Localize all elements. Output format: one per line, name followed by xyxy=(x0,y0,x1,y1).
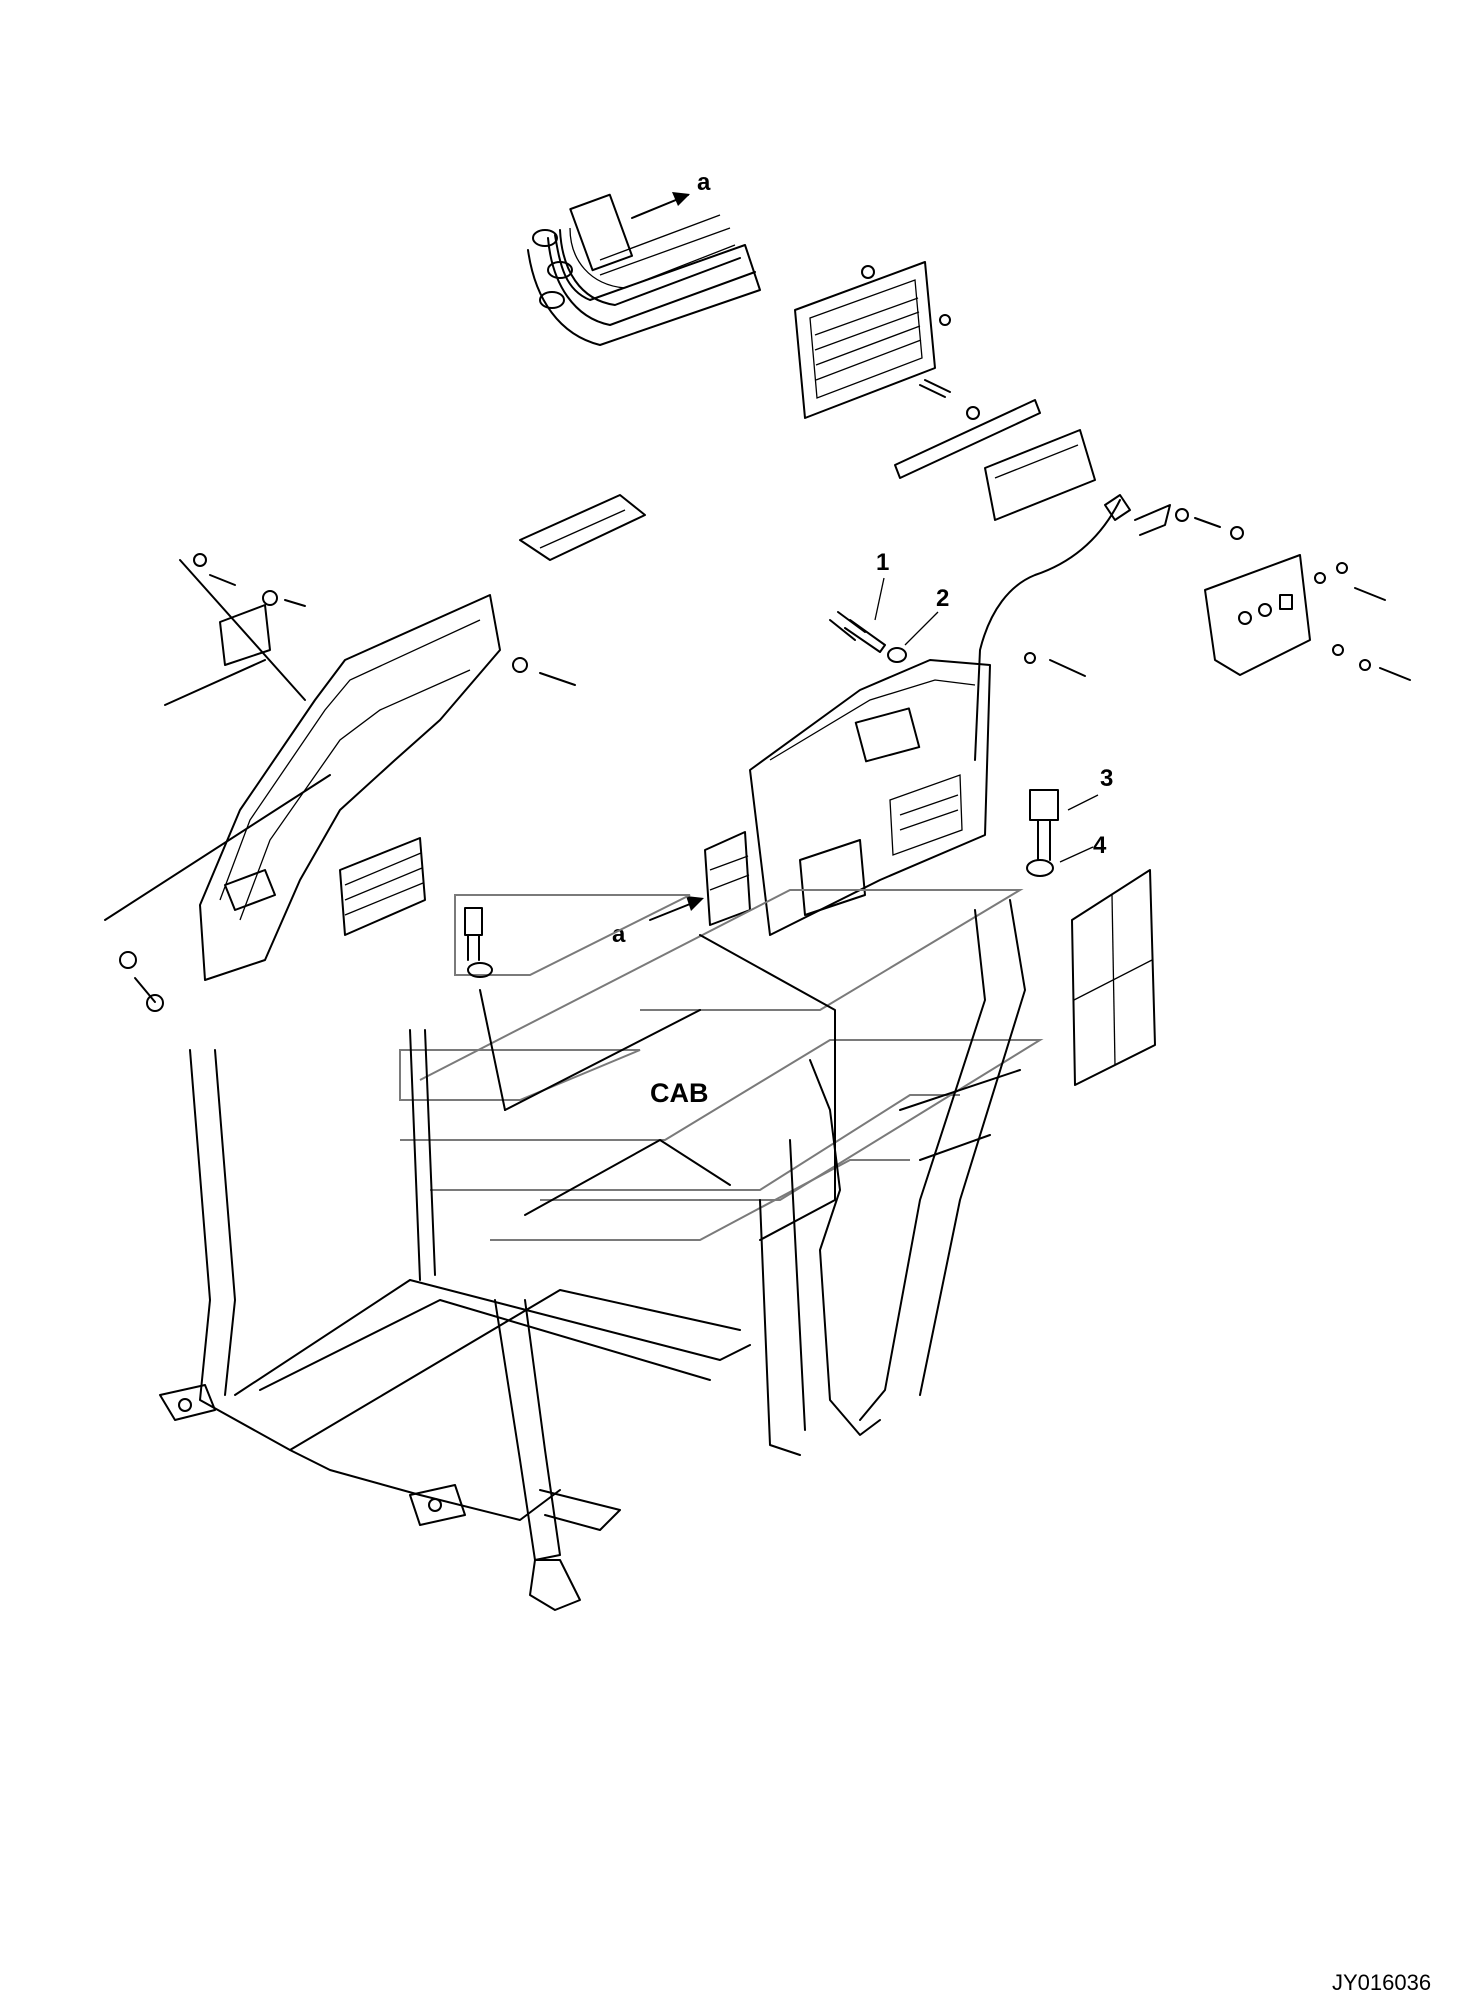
left-center-bolt xyxy=(464,907,493,978)
detail-view-a-pipe-bundle: a xyxy=(527,169,761,346)
callout-a-mid: a xyxy=(612,921,626,948)
callout-3-bolt: 3 xyxy=(1029,765,1113,861)
heater-ac-unit: a xyxy=(612,659,991,948)
air-vent-louver-assembly xyxy=(794,261,1096,521)
callout-1-bolt: 1 xyxy=(829,549,889,653)
callout-number-3: 3 xyxy=(1100,765,1113,792)
cab-frame xyxy=(159,889,1044,1611)
callout-number-1: 1 xyxy=(876,549,889,576)
left-air-duct xyxy=(104,494,646,1012)
callout-number-2: 2 xyxy=(936,585,949,612)
callout-4-washer: 4 xyxy=(1026,832,1107,877)
callout-number-4: 4 xyxy=(1093,832,1107,859)
callout-2-washer: 2 xyxy=(887,585,949,663)
document-id: JY016036 xyxy=(1332,1970,1431,1995)
callout-a-top: a xyxy=(697,169,711,196)
cab-label: CAB xyxy=(650,1078,709,1108)
air-filter-panel xyxy=(1071,869,1156,1086)
control-switch-box xyxy=(974,494,1411,761)
